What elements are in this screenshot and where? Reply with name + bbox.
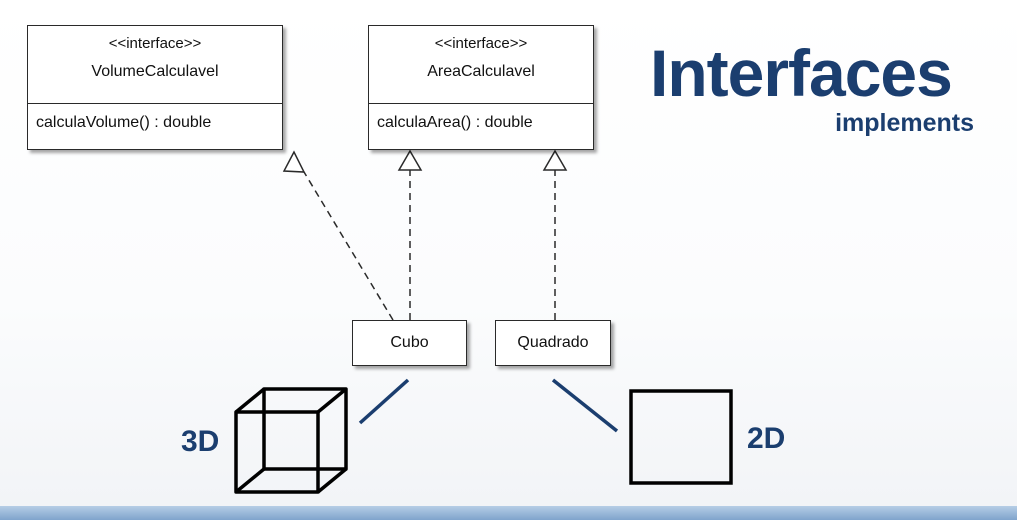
class-cubo[interactable]: Cubo [352, 320, 467, 366]
stereotype-label: <<interface>> [108, 35, 202, 52]
interface-volume-calculavel[interactable]: <<interface>> VolumeCalculavel calculaVo… [27, 25, 283, 150]
interface-method: calculaArea() : double [377, 114, 533, 131]
interface-name: AreaCalculavel [427, 63, 535, 80]
square-2d-icon [629, 389, 733, 485]
link-cubo-to-3d-shape [358, 378, 410, 425]
slide-subtitle: implements [835, 109, 974, 137]
label-3d: 3D [181, 425, 220, 458]
cube-3d-icon [234, 387, 348, 494]
class-quadrado[interactable]: Quadrado [495, 320, 611, 366]
realization-arrowhead-area-cubo [397, 149, 423, 171]
interface-method: calculaVolume() : double [36, 114, 212, 131]
diagram-connectors [234, 149, 733, 494]
stereotype-label: <<interface>> [434, 35, 528, 52]
realization-arrowhead-volume [282, 150, 306, 173]
interface-name: VolumeCalculavel [91, 63, 219, 80]
realization-cubo-volume [303, 171, 394, 321]
slide: <<interface>> VolumeCalculavel calculaVo… [0, 0, 1017, 506]
link-quadrado-to-2d-shape [551, 378, 619, 433]
label-2d: 2D [747, 422, 786, 455]
slide-title: Interfaces [650, 36, 953, 110]
interface-header: <<interface>> VolumeCalculavel [28, 26, 282, 104]
realization-arrowhead-area-quadrado [542, 149, 568, 171]
interface-header: <<interface>> AreaCalculavel [369, 26, 593, 104]
bottom-bar [0, 506, 1017, 520]
interface-area-calculavel[interactable]: <<interface>> AreaCalculavel calculaArea… [368, 25, 594, 150]
